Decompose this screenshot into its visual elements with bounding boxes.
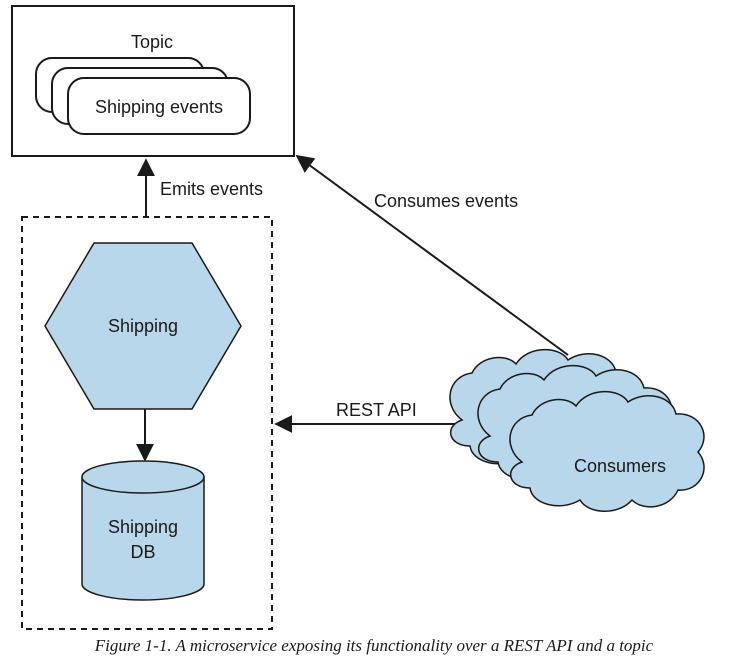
topic-event-stack: Shipping events bbox=[35, 57, 251, 135]
emits-events-label: Emits events bbox=[160, 179, 263, 199]
shipping-service-label: Shipping bbox=[108, 316, 178, 336]
db-cylinder-top bbox=[81, 460, 205, 494]
topic-box: Topic Shipping events bbox=[11, 5, 295, 157]
db-cylinder-body bbox=[81, 477, 205, 601]
shipping-db-node: Shipping DB bbox=[81, 460, 205, 601]
consumes-events-label: Consumes events bbox=[374, 191, 518, 211]
db-label-line1: Shipping bbox=[108, 517, 178, 537]
topic-title: Topic bbox=[131, 32, 173, 52]
shipping-hexagon bbox=[44, 242, 242, 410]
figure-caption: Figure 1-1. A microservice exposing its … bbox=[94, 636, 654, 655]
shipping-service-node: Shipping bbox=[44, 242, 242, 410]
topic-event-label: Shipping events bbox=[95, 97, 223, 117]
topic-event-card-front bbox=[67, 77, 251, 135]
consumes-events-arrow bbox=[295, 154, 569, 356]
consumer-cloud-front bbox=[509, 390, 705, 512]
consumers-cloud-group: Consumers bbox=[449, 348, 705, 512]
db-label-line2: DB bbox=[130, 542, 155, 562]
rest-api-label: REST API bbox=[336, 400, 417, 420]
consumers-label: Consumers bbox=[574, 456, 666, 476]
